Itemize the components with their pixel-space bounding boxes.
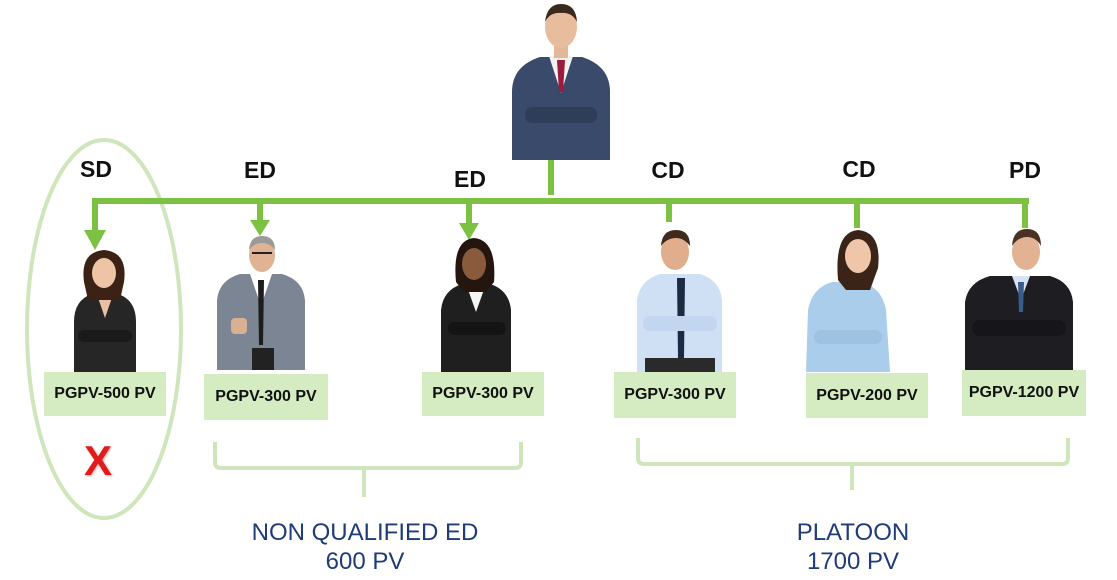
rank-label: CD xyxy=(842,156,876,182)
member-3-businesswoman-icon xyxy=(441,238,511,372)
group-pv-total: 600 PV xyxy=(325,548,405,575)
connector-lines xyxy=(92,160,1029,232)
member-4-businessman-icon xyxy=(637,230,722,372)
pv-box: PGPV-300 PV xyxy=(614,372,736,418)
pv-box: PGPV-500 PV xyxy=(44,372,166,416)
pv-box: PGPV-1200 PV xyxy=(962,370,1086,416)
member-1-businesswoman-icon xyxy=(74,250,136,372)
group-title: NON QUALIFIED ED xyxy=(251,519,479,546)
arrow-down-icon xyxy=(84,230,106,250)
arrow-down-icon xyxy=(250,220,270,236)
rank-label: PD xyxy=(1009,157,1041,183)
group-bracket-platoon xyxy=(636,438,1070,490)
rank-label: ED xyxy=(454,166,486,192)
member-6-businessman-icon xyxy=(965,229,1073,374)
group-label-platoon: PLATOON 1700 PV xyxy=(712,518,994,576)
rank-label: CD xyxy=(651,157,685,183)
top-person-businessman-icon xyxy=(512,4,610,160)
pv-box: PGPV-200 PV xyxy=(806,373,928,418)
highlight-ellipse xyxy=(25,138,183,520)
rank-label: SD xyxy=(80,156,112,182)
pv-box: PGPV-300 PV xyxy=(422,372,544,416)
pv-box: PGPV-300 PV xyxy=(204,374,328,420)
arrow-down-icon xyxy=(459,223,479,240)
member-2-businessman-icon xyxy=(217,236,305,370)
group-bracket-non-qualified xyxy=(213,442,523,497)
group-pv-total: 1700 PV xyxy=(806,548,900,575)
rank-label: ED xyxy=(244,157,276,183)
group-title: PLATOON xyxy=(796,519,910,546)
disqualified-x-icon: X xyxy=(84,437,113,484)
group-label-non-qualified: NON QUALIFIED ED 600 PV xyxy=(224,518,506,576)
connector-arrows xyxy=(84,220,479,250)
member-5-businesswoman-icon xyxy=(806,230,890,372)
